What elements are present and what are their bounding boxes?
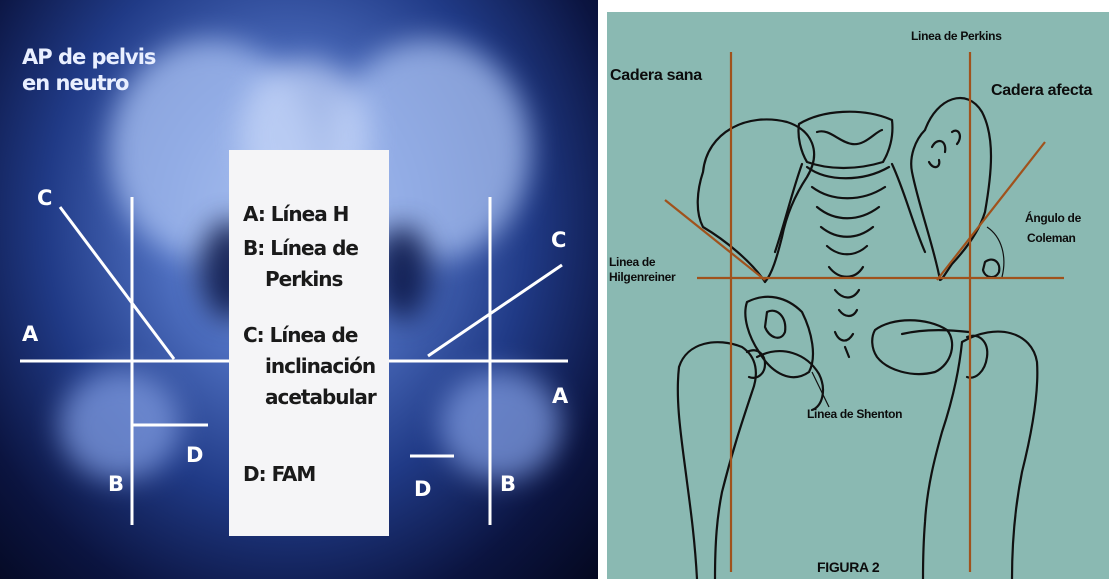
legend-b-line1: B: Línea de <box>243 233 358 264</box>
legend-item-d: D: FAM <box>243 459 315 490</box>
acetabulum-right-small <box>983 260 999 277</box>
label-cadera-sana: Cadera sana <box>610 67 702 85</box>
femur-left <box>678 342 756 579</box>
legend-d-line1: D: FAM <box>243 462 315 486</box>
label-hilgenreiner-line1: Linea de <box>609 255 655 269</box>
sacrum-inner <box>817 130 882 144</box>
label-b-left: B <box>108 472 124 496</box>
legend-item-b: B: Línea de Perkins <box>243 233 358 295</box>
label-angulo-line2: Coleman <box>1027 231 1076 245</box>
label-cadera-afecta: Cadera afecta <box>991 82 1092 100</box>
legend-box: A: Línea H B: Línea de Perkins C: Línea … <box>229 150 389 536</box>
sacrum-top <box>798 112 892 168</box>
label-c-left: C <box>37 186 52 210</box>
pelvis-drawing-panel: Linea de Perkins Cadera sana Cadera afec… <box>607 12 1109 579</box>
label-figura: FIGURA 2 <box>817 559 879 575</box>
iliac-wing-left <box>698 119 814 282</box>
label-hilgenreiner-line2: Hilgenreiner <box>609 270 675 284</box>
label-a-right: A <box>552 384 568 408</box>
label-b-right: B <box>500 472 516 496</box>
label-angulo-line1: Ángulo de <box>1025 211 1081 225</box>
legend-item-a: A: Línea H <box>243 199 348 230</box>
label-d-left: D <box>186 443 203 467</box>
legend-c-line3: acetabular <box>243 382 376 413</box>
coleman-angle-arc <box>987 227 1004 277</box>
legend-c-line1: C: Línea de <box>243 320 376 351</box>
symphysis <box>835 332 853 357</box>
label-perkins: Linea de Perkins <box>911 29 1002 43</box>
line-c-acetabular-right <box>428 265 562 356</box>
label-a-left: A <box>22 322 38 346</box>
legend-c-line2: inclinación <box>243 351 376 382</box>
obturator-left <box>765 311 785 338</box>
legend-a-line1: A: Línea H <box>243 202 348 226</box>
legend-item-c: C: Línea de inclinación acetabular <box>243 320 376 413</box>
sacrum-segments <box>807 167 889 254</box>
pubis-right <box>872 320 952 374</box>
iliac-inner-right <box>929 131 960 167</box>
label-c-right: C <box>551 228 566 252</box>
xray-panel: AP de pelvis en neutro C C A A D D B B A… <box>0 0 598 579</box>
acetabular-line-left <box>665 200 765 280</box>
legend-b-line2: Perkins <box>243 264 358 295</box>
line-c-acetabular-left <box>60 207 174 359</box>
coccyx <box>829 267 863 316</box>
label-d-right: D <box>414 477 431 501</box>
iliac-wing-right <box>911 98 991 280</box>
label-shenton: Linea de Shenton <box>807 407 902 421</box>
shenton-line-right <box>902 330 969 334</box>
